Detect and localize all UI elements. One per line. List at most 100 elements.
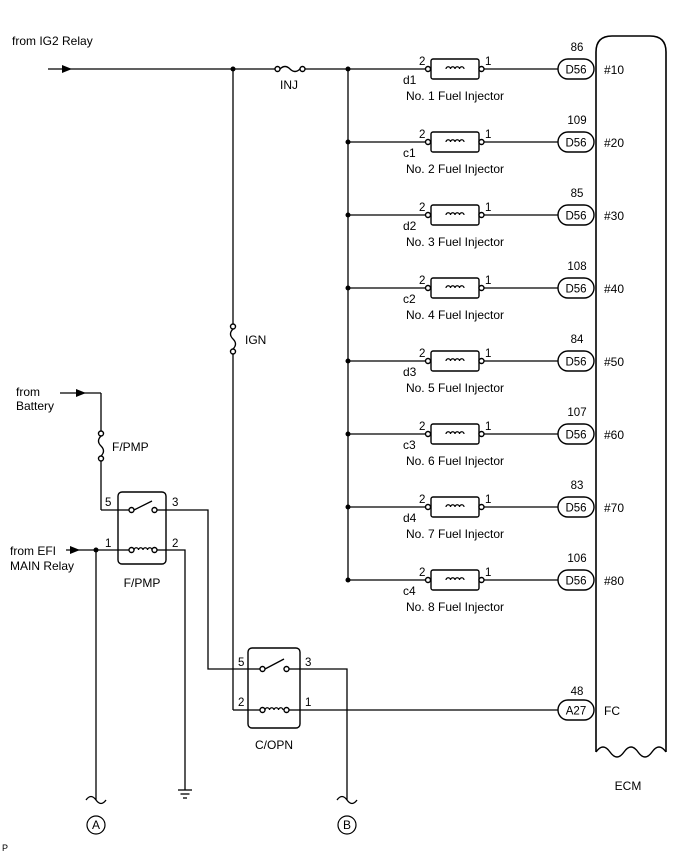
fpmp-pin-1: 1 [105, 538, 111, 550]
injector-pin-2: 2 [419, 421, 425, 433]
fpmp-pin-3: 3 [172, 497, 178, 509]
terminal [478, 357, 485, 365]
injector-connector-id: d2 [403, 219, 417, 233]
ecm-connector [557, 204, 595, 226]
injector-name: No. 1 Fuel Injector [406, 89, 504, 103]
injector-pin-2: 2 [419, 202, 425, 214]
injector-pin-1: 1 [485, 275, 491, 287]
injector-pin-1: 1 [485, 494, 491, 506]
injector-pin-2: 2 [419, 567, 425, 579]
injector-connector-id: c1 [403, 146, 416, 160]
inj-fuse: INJ [274, 65, 306, 92]
ecm-terminal: #50 [604, 355, 624, 369]
ign-fuse: IGN [229, 323, 266, 355]
ig2-source-label: from IG2 Relay [12, 34, 93, 48]
ecm-terminal: #10 [604, 63, 624, 77]
ecm-pin-number: 84 [571, 334, 584, 346]
copn-pin-1: 1 [305, 697, 311, 709]
connector-a-label: A [92, 818, 100, 832]
ecm-connector-label: D56 [565, 65, 586, 77]
ecm-connector [557, 277, 595, 299]
copn-pin-3: 3 [305, 657, 311, 669]
injector-connector-id: d1 [403, 73, 417, 87]
efi-label-2: MAIN Relay [10, 559, 74, 573]
ecm-connector-label: D56 [565, 430, 586, 442]
inj-fuse-label: INJ [280, 78, 298, 92]
injector-pin-1: 1 [485, 202, 491, 214]
ecm-pin-number: 107 [567, 407, 586, 419]
ecm-terminal: #40 [604, 282, 624, 296]
terminal [424, 357, 432, 365]
arrow-icon [62, 65, 72, 73]
ecm-fc-connector: A27 48 FC [557, 686, 620, 721]
injector-name: No. 6 Fuel Injector [406, 454, 504, 468]
ecm-connector-label: D56 [565, 211, 586, 223]
injector-pin-2: 2 [419, 129, 425, 141]
terminal [424, 576, 432, 584]
battery-source: from Battery [16, 385, 102, 431]
injector-name: No. 5 Fuel Injector [406, 381, 504, 395]
injector-pin-2: 2 [419, 275, 425, 287]
injector-connector-id: d4 [403, 511, 417, 525]
injector-pin-1: 1 [485, 348, 491, 360]
injector-pin-1: 1 [485, 56, 491, 68]
terminal [478, 65, 485, 73]
page-mark: P [2, 843, 8, 852]
ecm-connector [557, 496, 595, 518]
injector-pin-1: 1 [485, 129, 491, 141]
ecm-pin-number: 106 [567, 553, 586, 565]
ecm-connector [557, 350, 595, 372]
ecm-connector [557, 423, 595, 445]
ig2-source: from IG2 Relay [12, 34, 275, 73]
ecm-pin-number: 109 [567, 115, 586, 127]
injector-name: No. 4 Fuel Injector [406, 308, 504, 322]
ecm-pin-number: 85 [571, 188, 584, 200]
ecm-connector-label: D56 [565, 138, 586, 150]
terminal [478, 503, 485, 511]
terminal [478, 430, 485, 438]
injector-connector-id: d3 [403, 365, 417, 379]
fpmp-relay-label: F/PMP [124, 576, 161, 590]
copn-relay: 5 3 2 1 C/OPN [238, 647, 311, 752]
arrow-icon [76, 389, 86, 397]
battery-label-2: Battery [16, 399, 54, 413]
ecm-connector-label: D56 [565, 576, 586, 588]
terminal [424, 138, 432, 146]
terminal [424, 284, 432, 292]
terminal [478, 576, 485, 584]
terminal [424, 503, 432, 511]
ecm-connector-label: D56 [565, 503, 586, 515]
injector-connector-id: c2 [403, 292, 416, 306]
injector-pin-2: 2 [419, 56, 425, 68]
fpmp-relay: 5 3 1 2 F/PMP [105, 491, 178, 590]
injector-pin-2: 2 [419, 348, 425, 360]
injector-pin-1: 1 [485, 421, 491, 433]
ecm-fc-terminal: FC [604, 704, 620, 718]
terminal [478, 138, 485, 146]
ecm-pin-number: 83 [571, 480, 584, 492]
ecm-box: ECM [595, 35, 667, 793]
ecm-connector [557, 569, 595, 591]
ecm-terminal: #30 [604, 209, 624, 223]
injector-connector-id: c3 [403, 438, 416, 452]
terminal [424, 65, 432, 73]
ecm-fc-conn-label: A27 [566, 706, 586, 718]
terminal [478, 284, 485, 292]
ecm-terminal: #60 [604, 428, 624, 442]
injector-pin-1: 1 [485, 567, 491, 579]
ecm-connector [557, 131, 595, 153]
ecm-connector-label: D56 [565, 284, 586, 296]
terminal [424, 430, 432, 438]
terminal [424, 211, 432, 219]
ecm-terminal: #20 [604, 136, 624, 150]
ign-fuse-label: IGN [245, 333, 266, 347]
injector-name: No. 8 Fuel Injector [406, 600, 504, 614]
connector-b-label: B [343, 818, 351, 832]
